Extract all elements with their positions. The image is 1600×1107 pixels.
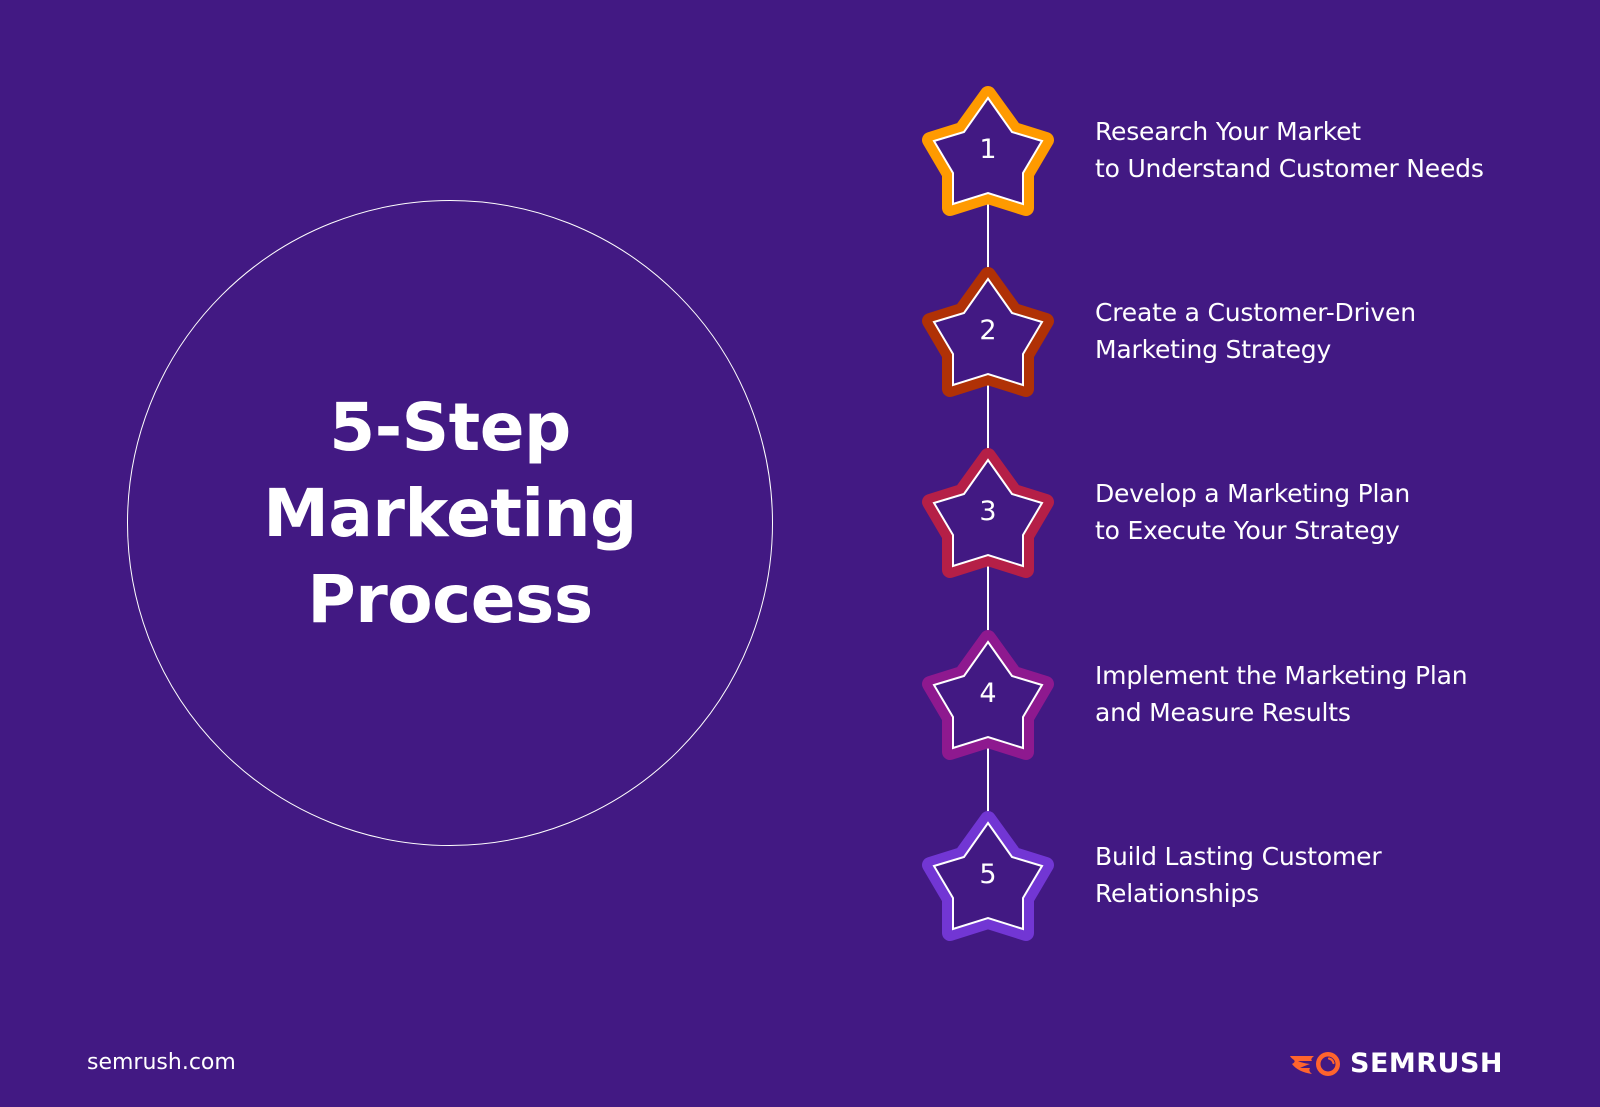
step-description-line-2: Relationships <box>1095 879 1259 908</box>
main-title: 5-Step Marketing Process <box>127 385 773 643</box>
main-title-line-2: Marketing <box>263 475 637 552</box>
step-number: 5 <box>979 859 997 890</box>
step-number: 2 <box>979 315 997 346</box>
semrush-logo: SEMRUSH <box>1288 1048 1503 1080</box>
step-description: Build Lasting Customer Relationships <box>1095 838 1382 912</box>
step-description-line-2: and Measure Results <box>1095 698 1351 727</box>
main-title-line-3: Process <box>307 561 593 638</box>
step-3: 3 Develop a Marketing Plan to Execute Yo… <box>920 442 1560 582</box>
brand-name: SEMRUSH <box>1350 1048 1504 1079</box>
semrush-comet-icon <box>1290 1052 1340 1076</box>
star-icon-step-5: 5 <box>920 805 1056 945</box>
step-number: 3 <box>979 496 997 527</box>
step-description: Implement the Marketing Plan and Measure… <box>1095 657 1468 731</box>
step-description: Develop a Marketing Plan to Execute Your… <box>1095 475 1410 549</box>
star-icon-step-1: 1 <box>920 80 1056 220</box>
step-number: 4 <box>979 678 997 709</box>
star-icon-step-3: 3 <box>920 442 1056 582</box>
main-title-line-1: 5-Step <box>329 389 571 466</box>
step-description-line-1: Develop a Marketing Plan <box>1095 479 1411 508</box>
step-description-line-1: Build Lasting Customer <box>1095 842 1382 871</box>
star-icon-step-2: 2 <box>920 261 1056 401</box>
step-description-line-2: to Understand Customer Needs <box>1095 154 1484 183</box>
step-5: 5 Build Lasting Customer Relationships <box>920 805 1560 945</box>
step-description-line-1: Create a Customer-Driven <box>1095 298 1416 327</box>
step-4: 4 Implement the Marketing Plan and Measu… <box>920 624 1560 764</box>
step-description-line-1: Implement the Marketing Plan <box>1095 661 1468 690</box>
step-description-line-1: Research Your Market <box>1095 117 1361 146</box>
step-1: 1 Research Your Market to Understand Cus… <box>920 80 1560 220</box>
step-description-line-2: Marketing Strategy <box>1095 335 1332 364</box>
title-circle <box>127 200 773 846</box>
step-number: 1 <box>979 134 997 165</box>
footer-url: semrush.com <box>87 1050 236 1075</box>
star-icon-step-4: 4 <box>920 624 1056 764</box>
step-description: Create a Customer-Driven Marketing Strat… <box>1095 294 1416 368</box>
step-2: 2 Create a Customer-Driven Marketing Str… <box>920 261 1560 401</box>
step-description-line-2: to Execute Your Strategy <box>1095 516 1400 545</box>
step-description: Research Your Market to Understand Custo… <box>1095 113 1484 187</box>
